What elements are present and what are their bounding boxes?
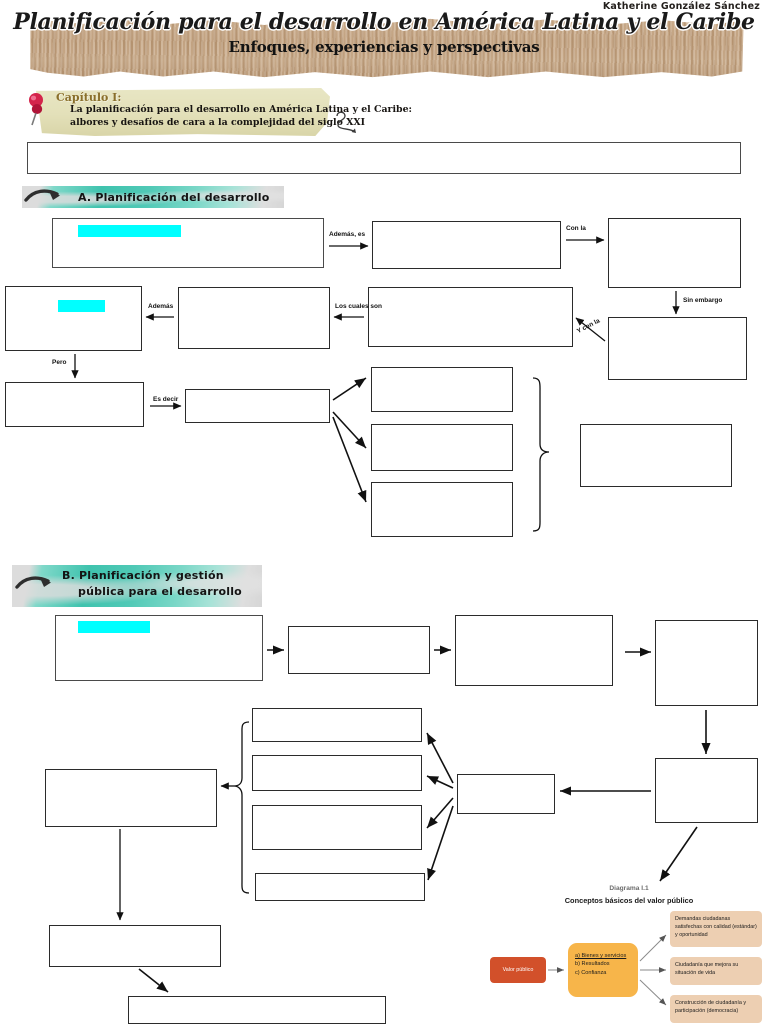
box-a12[interactable] [371, 482, 513, 537]
connector-label-con-la: Con la [566, 225, 586, 232]
connector-label-ademas: Además [148, 303, 174, 310]
box-a11[interactable] [371, 424, 513, 471]
box-b5[interactable] [252, 708, 422, 742]
box-a6[interactable] [368, 287, 573, 347]
diagram-middle-line-1: a) Bienes y servicios [575, 953, 627, 959]
highlight-b1 [78, 621, 150, 633]
diagram-outcome-2: Ciudadanía que mejora su situación de vi… [670, 957, 762, 985]
box-b6[interactable] [252, 755, 422, 791]
section-b-ribbon [12, 565, 262, 607]
section-b-label-line-2: pública para el desarrollo [78, 585, 242, 598]
author-name: Katherine González Sánchez [602, 1, 760, 12]
box-a3[interactable] [608, 218, 741, 288]
box-b9[interactable] [45, 769, 217, 827]
arrow-right-icon [24, 189, 60, 202]
box-b12[interactable] [49, 925, 221, 967]
chapter-line-2: albores y desafíos de cara a la compleji… [70, 117, 366, 128]
diagram-source-node: Valor público [490, 957, 546, 983]
diagram-middle-line-2: b) Resultados [575, 961, 610, 968]
chapter-label: Capítulo I: [56, 91, 122, 104]
box-a5[interactable] [178, 287, 330, 349]
box-b10[interactable] [457, 774, 555, 814]
section-a-ribbon [22, 186, 284, 208]
box-a4[interactable] [5, 286, 142, 351]
valor-publico-diagram: Diagrama I.1 Conceptos básicos del valor… [490, 885, 768, 1024]
chapter-line-1: La planificación para el desarrollo en A… [70, 104, 413, 115]
diagram-title: Conceptos básicos del valor público [564, 896, 694, 905]
box-a2[interactable] [372, 221, 561, 269]
pushpin-icon [29, 93, 43, 126]
connector-label-los-cuales-son: Los cuales son [335, 303, 382, 310]
box-b13[interactable] [128, 996, 386, 1024]
curly-arrow-icon [336, 112, 356, 133]
diagram-middle-node: a) Bienes y servicios b) Resultados c) C… [568, 943, 638, 997]
box-a8[interactable] [5, 382, 144, 427]
box-b4[interactable] [655, 620, 758, 706]
box-a13[interactable] [580, 424, 732, 487]
highlight-a4 [58, 300, 105, 312]
chapter-note-paper [36, 88, 330, 136]
diagram-outcome-3: Construcción de ciudadanía y participaci… [670, 995, 762, 1023]
diagram-middle-line-3: c) Confianza [575, 969, 607, 976]
wood-banner [30, 18, 744, 78]
box-a9[interactable] [185, 389, 330, 423]
section-b-label-line-1: B. Planificación y gestión [62, 569, 224, 582]
box-b2[interactable] [288, 626, 430, 674]
box-a10[interactable] [371, 367, 513, 412]
box-b3[interactable] [455, 615, 613, 686]
connector-label-es-decir: Es decir [153, 396, 179, 403]
box-b11[interactable] [655, 758, 758, 823]
connector-label-sin-embargo: Sin embargo [683, 297, 723, 304]
diagram-number: Diagrama I.1 [609, 885, 649, 892]
page-title: Planificación para el desarrollo en Amér… [13, 9, 755, 35]
box-a7[interactable] [608, 317, 747, 380]
connector-label-y-con-la: Y con la [575, 317, 602, 335]
section-a-label: A. Planificación del desarrollo [78, 191, 270, 204]
highlight-a1 [78, 225, 181, 237]
arrow-right-icon [15, 576, 51, 589]
connector-label-pero: Pero [52, 359, 67, 366]
box-b8[interactable] [255, 873, 425, 901]
page-subtitle: Enfoques, experiencias y perspectivas [228, 38, 540, 56]
connector-label-ademas-es: Además, es [329, 231, 366, 238]
diagram-arrows [548, 934, 667, 1006]
intro-box[interactable] [27, 142, 741, 174]
diagram-outcome-1: Demandas ciudadanas satisfechas con cali… [670, 911, 762, 947]
box-b7[interactable] [252, 805, 422, 850]
